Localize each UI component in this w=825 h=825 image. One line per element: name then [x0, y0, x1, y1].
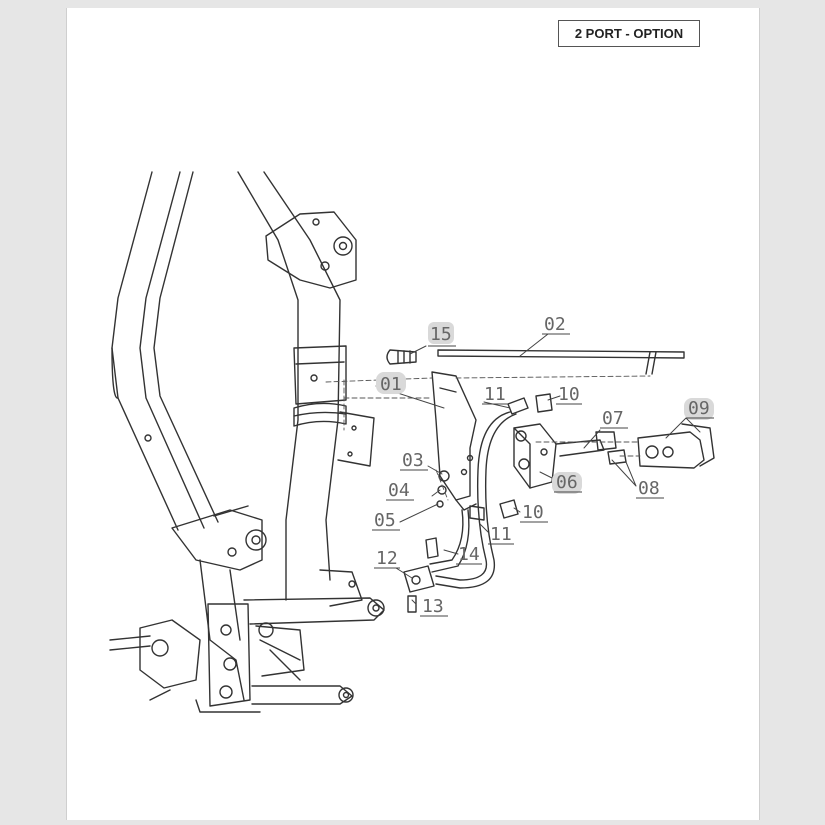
valve-block	[507, 393, 557, 489]
part-number-14: 14	[458, 544, 480, 565]
washer-stack	[436, 470, 450, 508]
part-label-10-top: 10	[556, 384, 582, 405]
part-label-06: 06	[552, 472, 582, 494]
center-lines	[325, 375, 651, 501]
left-frame-arm	[111, 171, 267, 701]
part-label-03: 03	[400, 450, 428, 471]
part-number-15: 15	[430, 324, 452, 345]
part-label-13: 13	[420, 596, 448, 617]
part-number-01: 01	[380, 374, 402, 395]
rod-assembly	[386, 349, 685, 375]
part-number-08: 08	[638, 478, 660, 499]
part-label-10-bottom: 10	[520, 502, 548, 523]
part-number-11: 11	[490, 524, 512, 545]
part-number-11: 11	[484, 384, 506, 405]
part-number-13: 13	[422, 596, 444, 617]
leader-lines	[375, 333, 701, 605]
part-label-11-bottom: 11	[488, 524, 514, 545]
part-label-05: 05	[372, 510, 400, 531]
title-box: 2 PORT - OPTION	[558, 20, 700, 47]
part-number-06: 06	[556, 472, 578, 493]
label-badge	[684, 398, 714, 420]
label-badge	[428, 322, 454, 344]
part-number-03: 03	[402, 450, 424, 471]
part-label-01: 01	[376, 372, 406, 395]
part-label-02: 02	[542, 314, 570, 335]
part-number-05: 05	[374, 510, 396, 531]
part-number-12: 12	[376, 548, 398, 569]
right-frame-post	[237, 171, 375, 607]
hydraulic-hoses	[429, 411, 519, 589]
valve-bracket	[431, 371, 477, 511]
part-label-09: 09	[684, 398, 714, 420]
part-label-04: 04	[386, 480, 414, 501]
label-badge	[552, 472, 582, 494]
part-label-12: 12	[374, 548, 400, 569]
part-number-09: 09	[688, 398, 710, 419]
part-number-02: 02	[544, 314, 566, 335]
lower-fittings	[403, 537, 439, 613]
drawing-sheet	[66, 8, 760, 820]
part-number-10: 10	[558, 384, 580, 405]
part-label-11-top: 11	[482, 384, 508, 405]
part-number-10: 10	[522, 502, 544, 523]
lower-linkage	[109, 597, 385, 713]
part-label-08: 08	[636, 478, 664, 499]
part-number-07: 07	[602, 408, 624, 429]
label-badge	[376, 372, 406, 394]
part-label-15: 15	[428, 322, 456, 347]
part-number-04: 04	[388, 480, 410, 501]
part-label-14: 14	[456, 544, 482, 565]
part-label-07: 07	[600, 408, 628, 429]
valve-fittings-right	[555, 423, 715, 469]
